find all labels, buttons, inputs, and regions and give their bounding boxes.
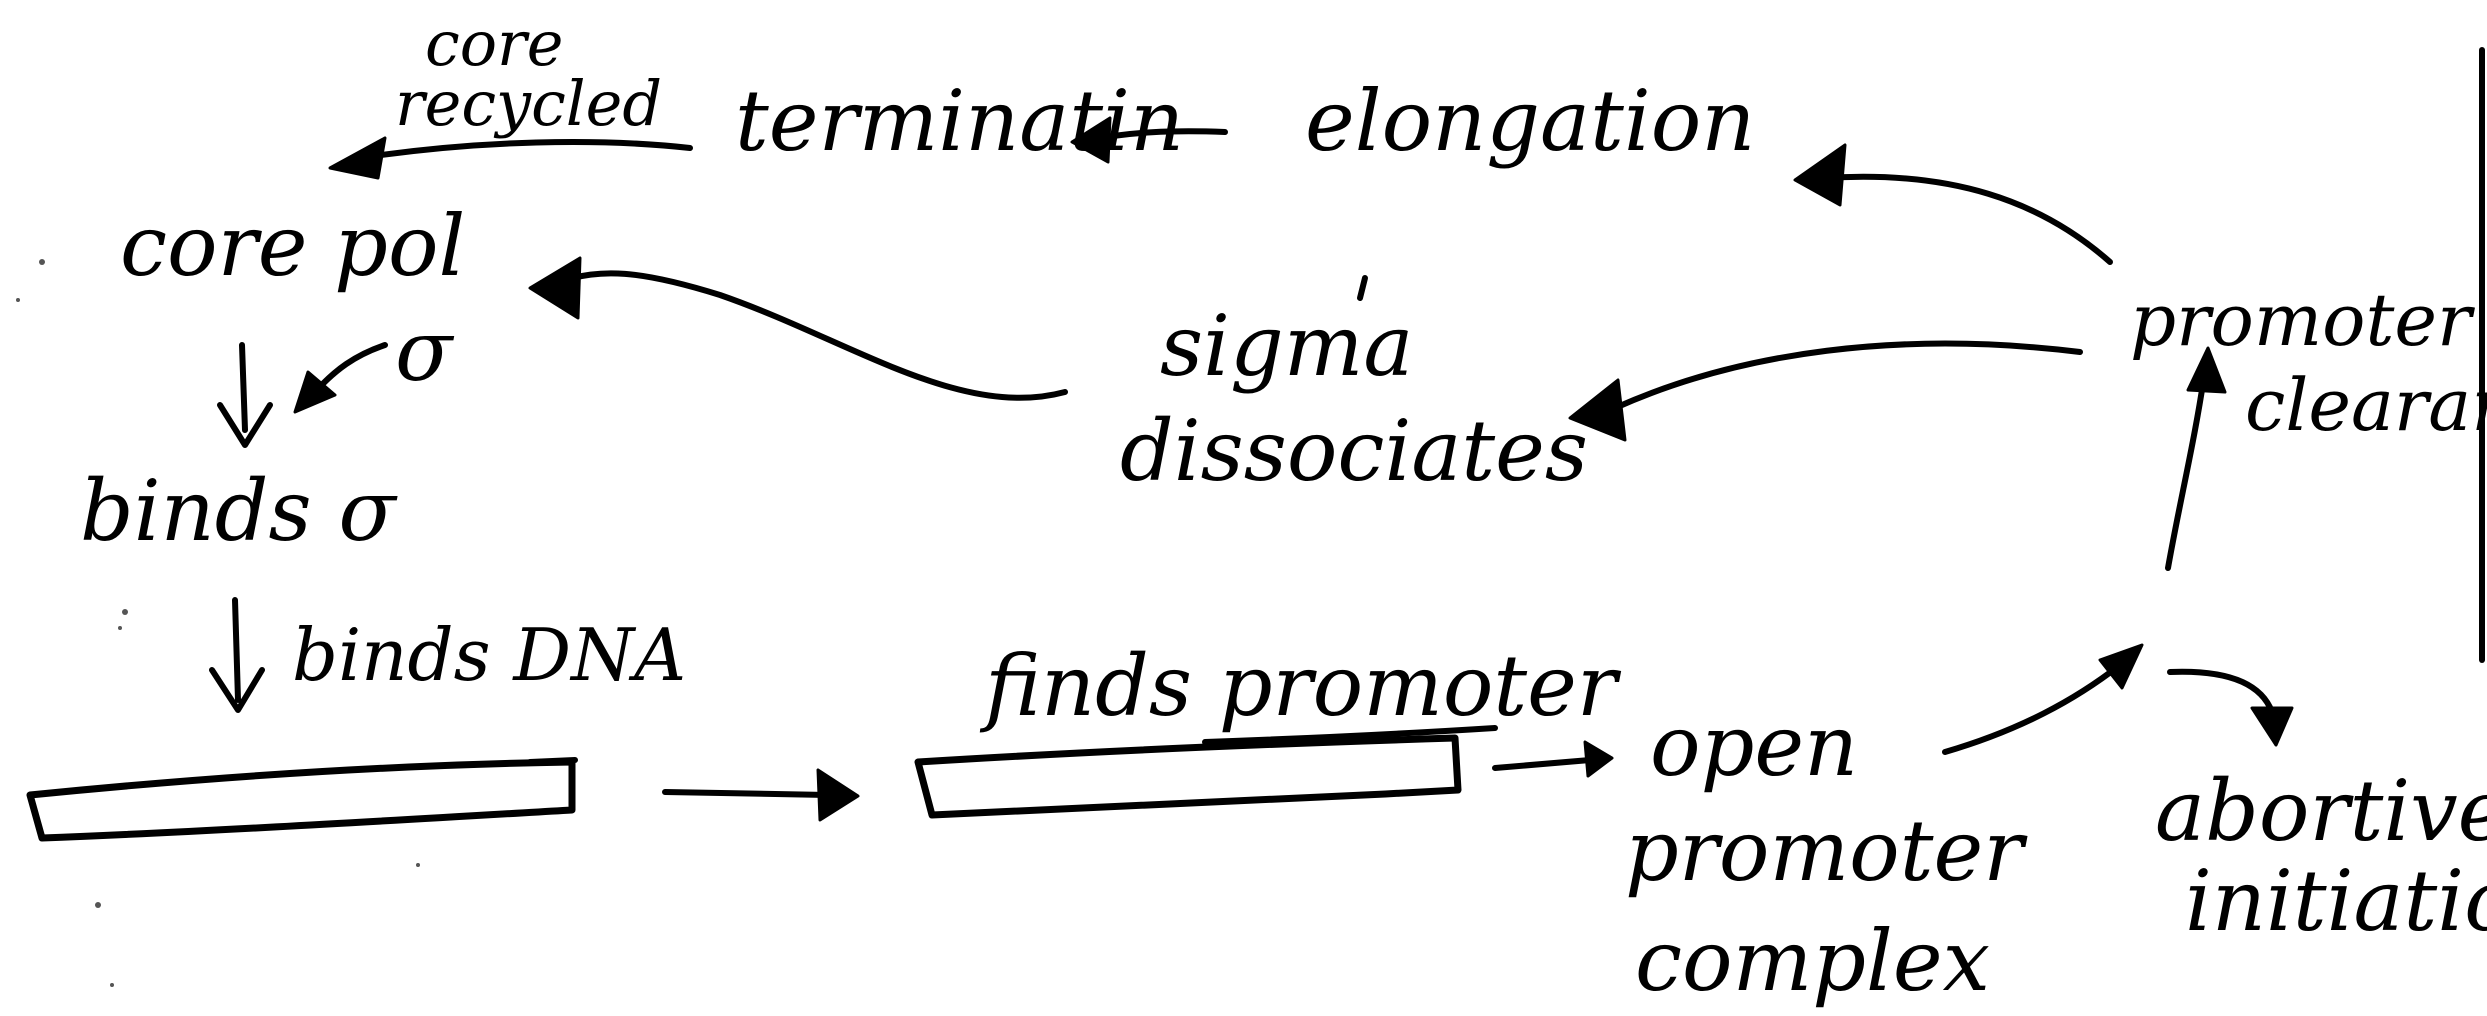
- label-clearance: clearance: [2245, 363, 2487, 447]
- arrow-termination-to-core: [357, 139, 693, 161]
- speck: [39, 259, 45, 265]
- dna-box-1: [26, 758, 576, 842]
- speck: [95, 902, 101, 908]
- label-finds-promoter: finds promoter: [979, 637, 1622, 735]
- label-abortive: abortive: [2155, 762, 2487, 860]
- speck: [16, 298, 20, 302]
- label-termination: terminatin: [735, 72, 1184, 170]
- label-elongation: elongation: [1305, 72, 1755, 170]
- label-initiation: initiation: [2185, 852, 2487, 950]
- label-open-promoter: promoter: [1625, 802, 2028, 900]
- label-core-pol: core pol: [120, 197, 465, 295]
- speck: [416, 863, 420, 867]
- arrowhead-up-to-clearance: [2186, 346, 2227, 394]
- arrowhead-sigma-to-core: [528, 256, 582, 320]
- label-binds-dna: binds DNA: [292, 613, 686, 697]
- arrowhead-box2-to-open: [1583, 740, 1614, 778]
- arrow-junction-to-abortive: [2167, 668, 2275, 715]
- arrowhead-clearance-to-elongation: [1793, 143, 1847, 207]
- label-binds-sigma: binds σ: [80, 462, 398, 560]
- label-core: core: [425, 7, 563, 80]
- arrow-sigma-to-core: [557, 270, 1068, 401]
- arrowhead-termination-to-core: [328, 136, 387, 180]
- underline-finds-promoter: [1202, 725, 1498, 745]
- dna-box-2: [914, 734, 1462, 819]
- arrowhead-binds-down: [209, 667, 265, 713]
- label-sigma: sigma: [1160, 297, 1413, 395]
- label-promoter: promoter: [2130, 278, 2475, 362]
- arrowhead-junction-to-abortive: [2250, 706, 2294, 747]
- arrowhead-box1-to-box2: [816, 768, 860, 822]
- speck: [110, 983, 114, 987]
- label-sigma-symbol: σ: [395, 302, 455, 400]
- arrow-clearance-to-sigma: [1612, 340, 2083, 411]
- arrowhead-core-down: [217, 402, 273, 448]
- speck: [122, 609, 128, 615]
- label-open: open: [1650, 697, 1858, 795]
- label-recycled: recycled: [395, 67, 662, 140]
- dna-box-1-end: [527, 757, 578, 765]
- arrow-up-to-clearance: [2165, 367, 2208, 571]
- arrow-box1-to-box2: [662, 789, 831, 798]
- mark-tick: [1357, 275, 1368, 301]
- arrowhead-sigma-to-binds: [293, 370, 337, 414]
- arrow-binds-down: [232, 597, 241, 703]
- arrow-box2-to-open: [1492, 757, 1593, 771]
- arrowhead-open-to-junction: [2098, 643, 2144, 690]
- label-complex: complex: [1635, 912, 1990, 1010]
- arrowhead-clearance-to-sigma: [1568, 378, 1627, 442]
- speck: [118, 626, 122, 630]
- arrow-core-down: [239, 342, 248, 433]
- arrow-open-to-junction: [1942, 662, 2123, 755]
- arrowhead-elongation-to-termination: [1070, 116, 1112, 164]
- arrow-clearance-to-elongation: [1822, 173, 2113, 265]
- label-dissociates: dissociates: [1120, 402, 1588, 500]
